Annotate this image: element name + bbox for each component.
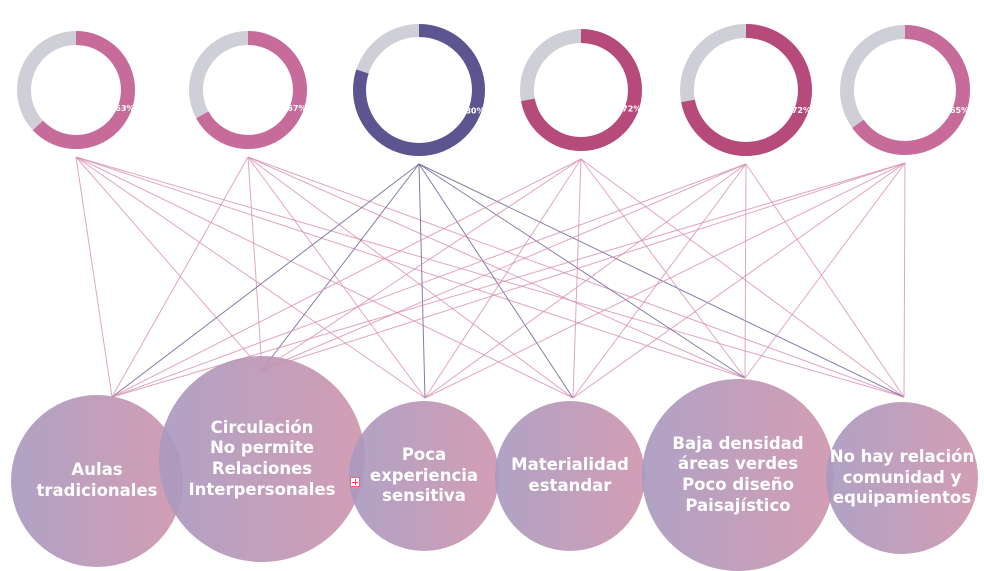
connection-line <box>111 158 582 398</box>
connection-line <box>247 156 905 398</box>
connection-line <box>418 163 426 399</box>
donut-percentage-label: 80% <box>465 106 484 115</box>
topic-bubble <box>159 356 365 562</box>
connection-line <box>418 163 905 398</box>
connection-line <box>261 163 747 371</box>
percentage-donut: 72% <box>680 24 812 156</box>
percentage-donut: 67% <box>189 31 307 149</box>
connection-line <box>424 162 906 399</box>
connection-line <box>75 156 746 379</box>
connection-line <box>247 156 426 399</box>
connection-line <box>903 162 906 398</box>
connection-line <box>247 156 263 371</box>
connection-line <box>572 158 582 399</box>
donut-percentage-label: 72% <box>622 104 641 113</box>
donut-percentage-label: 65% <box>950 106 969 115</box>
donut-percentage-label: 63% <box>115 104 134 113</box>
connection-line <box>111 163 747 398</box>
connection-line <box>424 163 747 399</box>
connection-line <box>572 162 906 399</box>
connection-line <box>744 162 906 379</box>
donut-percentage-label: 67% <box>287 104 306 113</box>
donut-value-arc <box>520 29 642 151</box>
connection-line <box>572 163 747 399</box>
topic-bubble <box>349 401 499 551</box>
topic-bubble <box>495 401 645 551</box>
connection-line <box>75 156 113 398</box>
donut-value-arc <box>680 24 812 156</box>
connection-lines <box>75 156 906 399</box>
topic-bubble <box>642 379 834 571</box>
donut-value-arc <box>17 31 135 149</box>
topic-bubbles <box>11 356 978 571</box>
connection-line <box>418 163 746 379</box>
connection-line <box>261 162 906 371</box>
donut-value-arc <box>840 25 970 155</box>
connection-line <box>247 156 574 399</box>
connection-line <box>111 163 420 398</box>
connection-line <box>744 163 747 379</box>
connection-line <box>261 163 420 371</box>
percentage-donut: 63% <box>17 31 135 149</box>
percentage-donut: 80% <box>353 24 485 156</box>
connection-line <box>75 156 263 371</box>
topic-bubble <box>826 402 978 554</box>
percentage-donut: 72% <box>520 29 642 151</box>
connection-line <box>745 163 905 398</box>
percentage-donuts: 63% 67% 80% 72% 72% 65% <box>17 24 970 156</box>
connection-line <box>75 156 426 399</box>
percentage-donut: 65% <box>840 25 970 155</box>
connection-line <box>75 156 574 399</box>
connection-line <box>424 158 582 399</box>
donut-value-arc <box>189 31 307 149</box>
connection-line <box>111 156 249 398</box>
connection-line <box>75 156 905 398</box>
connection-line <box>580 158 746 379</box>
donut-percentage-label: 72% <box>792 106 811 115</box>
donut-value-arc <box>353 24 485 156</box>
topic-bubble <box>11 395 183 567</box>
add-marker-icon <box>350 477 360 487</box>
connection-line <box>418 163 574 399</box>
connection-line <box>261 158 582 371</box>
connection-line <box>247 156 746 379</box>
